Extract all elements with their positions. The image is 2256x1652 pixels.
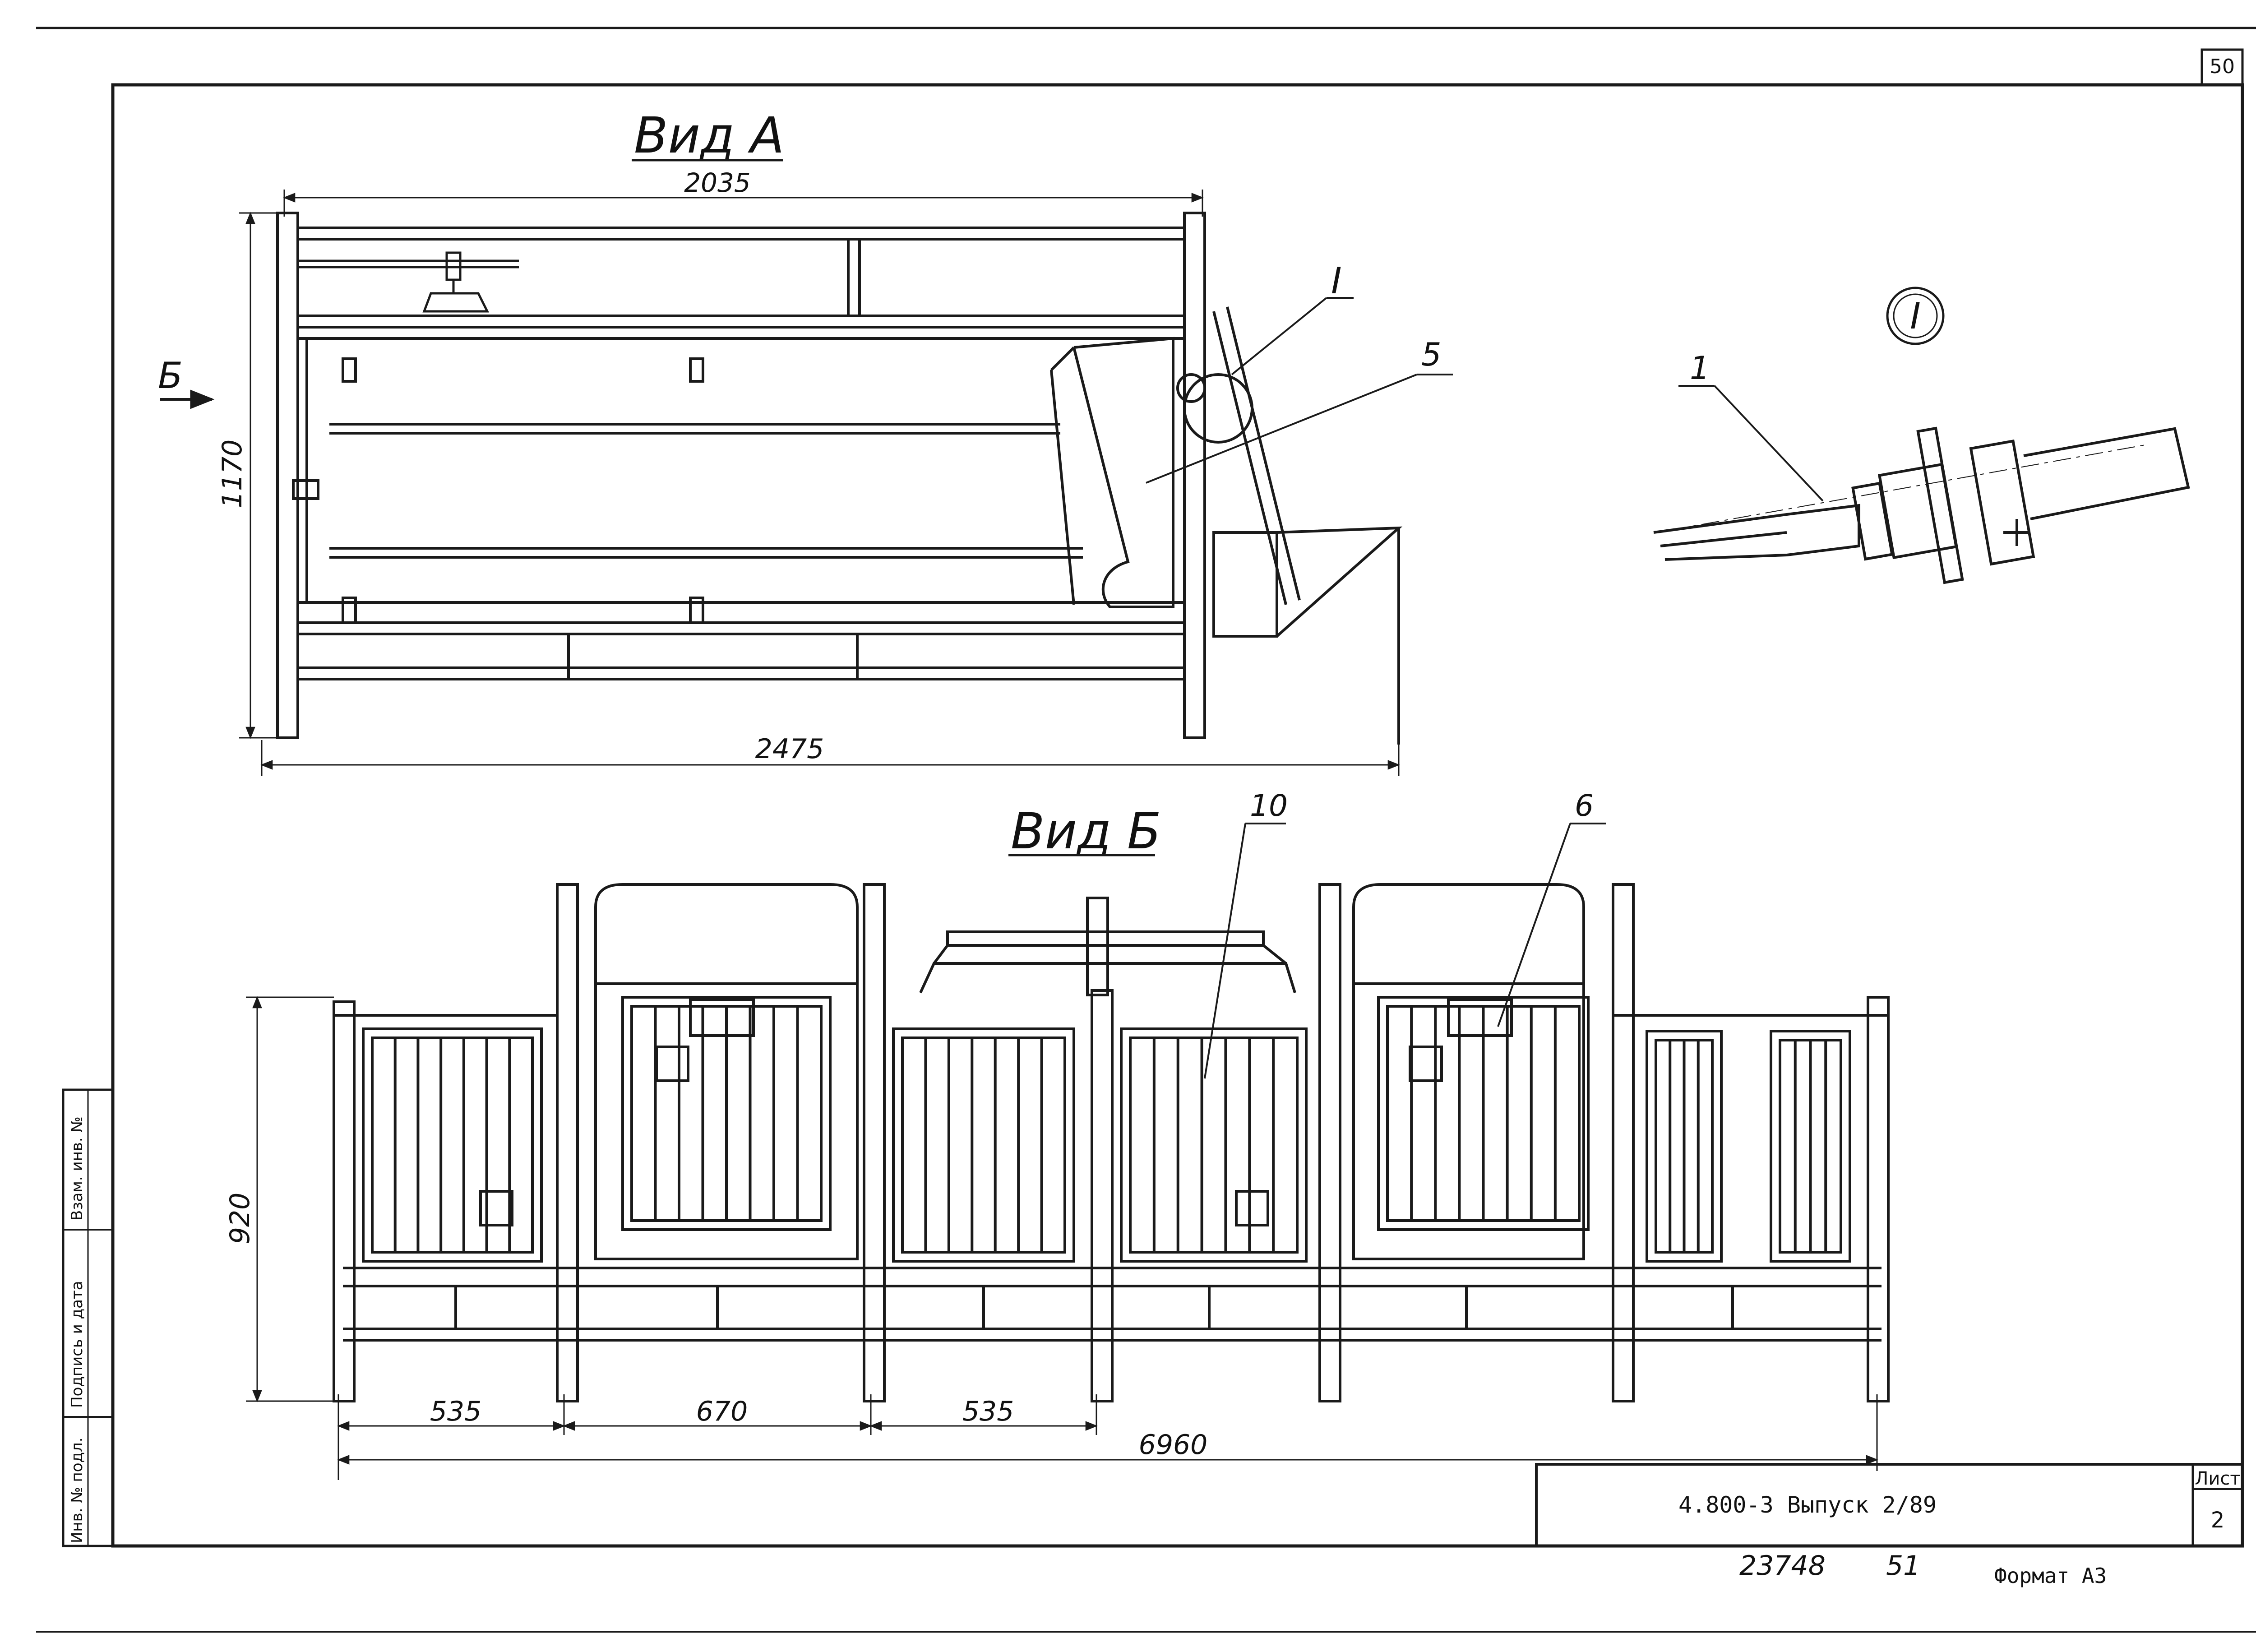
stall-panel	[1120, 1027, 1308, 1263]
page-number: 50	[2210, 55, 2235, 78]
stall-panel-inner	[1129, 1037, 1299, 1254]
fence-post	[1867, 996, 1890, 1402]
gate-arch	[1352, 883, 1585, 984]
page-ref: 51	[1886, 1550, 1920, 1582]
fence-post	[1612, 883, 1635, 1402]
dim-1170: 1170	[217, 440, 248, 509]
detail-i: I 1	[1653, 287, 2190, 584]
detail-marker-label: I	[1910, 295, 1921, 337]
dim-920: 920	[224, 1193, 256, 1245]
dim-535-b: 535	[962, 1396, 1014, 1427]
view-b-title: Вид Б	[1011, 802, 1161, 860]
view-a-frame	[276, 212, 1206, 739]
list-number: 2	[2211, 1508, 2225, 1533]
designation: 4.800-3 Выпуск 2/89	[1678, 1492, 1937, 1518]
view-b-fence	[333, 883, 1890, 1402]
view-a-title: Вид А	[634, 106, 784, 164]
stall-panel	[621, 996, 832, 1231]
gate-arch	[594, 883, 859, 984]
page-number-cell	[2201, 48, 2244, 86]
dim-6960: 6960	[1139, 1429, 1208, 1461]
title-block: 4.800-3 Выпуск 2/89 Лист 2	[1535, 1463, 2244, 1547]
stall-panel	[1646, 1030, 1723, 1263]
fence-post	[1091, 989, 1114, 1402]
latch	[1235, 1190, 1269, 1226]
stamp-vzam-inv: Взам. инв. №	[68, 1116, 86, 1221]
side-stamp: Взам. инв. № Подпись и дата Инв. № подл.	[62, 1088, 114, 1547]
dim-2035: 2035	[684, 167, 751, 198]
fence-post	[1318, 883, 1341, 1402]
dim-535-a: 535	[430, 1396, 482, 1427]
stall-panel	[892, 1027, 1075, 1263]
leader-detail-i: I	[1331, 260, 1342, 302]
stall-panel	[362, 1027, 543, 1263]
fence-post	[333, 1000, 356, 1402]
latch	[1409, 1046, 1443, 1082]
leader-pos-1: 1	[1690, 350, 1710, 387]
dim-670: 670	[696, 1396, 748, 1427]
gate-trough	[689, 998, 755, 1037]
fence-post	[863, 883, 886, 1402]
stamp-podpis-data: Подпись и дата	[68, 1281, 86, 1408]
view-b-feeder-hood	[919, 897, 1296, 996]
dim-2475: 2475	[755, 733, 824, 765]
fence-post	[556, 883, 579, 1402]
latch	[479, 1190, 513, 1226]
list-label: Лист	[2195, 1468, 2240, 1489]
detail-marker-circle	[1886, 287, 1945, 345]
gate-trough	[1447, 998, 1513, 1037]
latch	[655, 1046, 689, 1082]
view-b: Вид Б 920 535 670 535	[224, 788, 1890, 1480]
stall-panel	[1377, 996, 1590, 1231]
stall-panel-inner	[901, 1037, 1066, 1254]
view-a: Вид А 2035 1170 Б	[158, 106, 1453, 776]
stall-panel-inner	[371, 1037, 534, 1254]
gate-frame	[1352, 982, 1585, 1260]
leader-pos-6: 6	[1575, 788, 1594, 823]
stamp-inv-podl: Инв. № подл.	[68, 1437, 86, 1543]
view-a-feeder	[298, 251, 519, 313]
view-a-chute	[1050, 306, 1403, 745]
leader-pos-10: 10	[1250, 788, 1288, 823]
gate-frame	[594, 982, 859, 1260]
archive-number: 23748	[1739, 1550, 1826, 1582]
format-label: Формат А3	[1994, 1564, 2107, 1588]
stall-panel	[1770, 1030, 1851, 1263]
leader-pos-5: 5	[1421, 336, 1442, 373]
view-b-arrow-label: Б	[158, 355, 183, 397]
drawing-frame	[111, 83, 2244, 1548]
